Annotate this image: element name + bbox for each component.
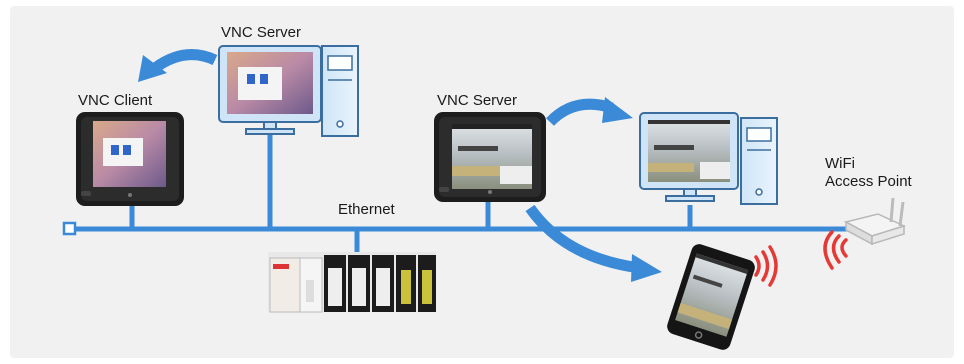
vnc-server-hmi-icon [434,112,546,202]
label-vnc-client: VNC Client [78,92,153,109]
label-access-point: Access Point [825,173,912,190]
wireless-signal-icon [754,245,778,287]
label-ethernet: Ethernet [338,201,395,218]
label-vnc-server-top: VNC Server [221,24,302,41]
wifi-router-icon [843,197,907,246]
router-wireless-signal-icon [823,230,848,270]
vnc-server-top-pc-icon [218,45,359,137]
arrow-server-to-client [138,49,218,82]
vnc-client-hmi-icon [76,112,184,206]
arrow-server-to-pc [546,97,633,126]
tablet-icon [667,244,755,350]
pc-monitor-right-icon [639,112,778,205]
arrow-server-to-tablet [525,204,662,282]
plc-rack-icon [268,252,436,313]
label-vnc-server-mid: VNC Server [437,92,518,109]
label-wifi: WiFi [825,155,855,172]
